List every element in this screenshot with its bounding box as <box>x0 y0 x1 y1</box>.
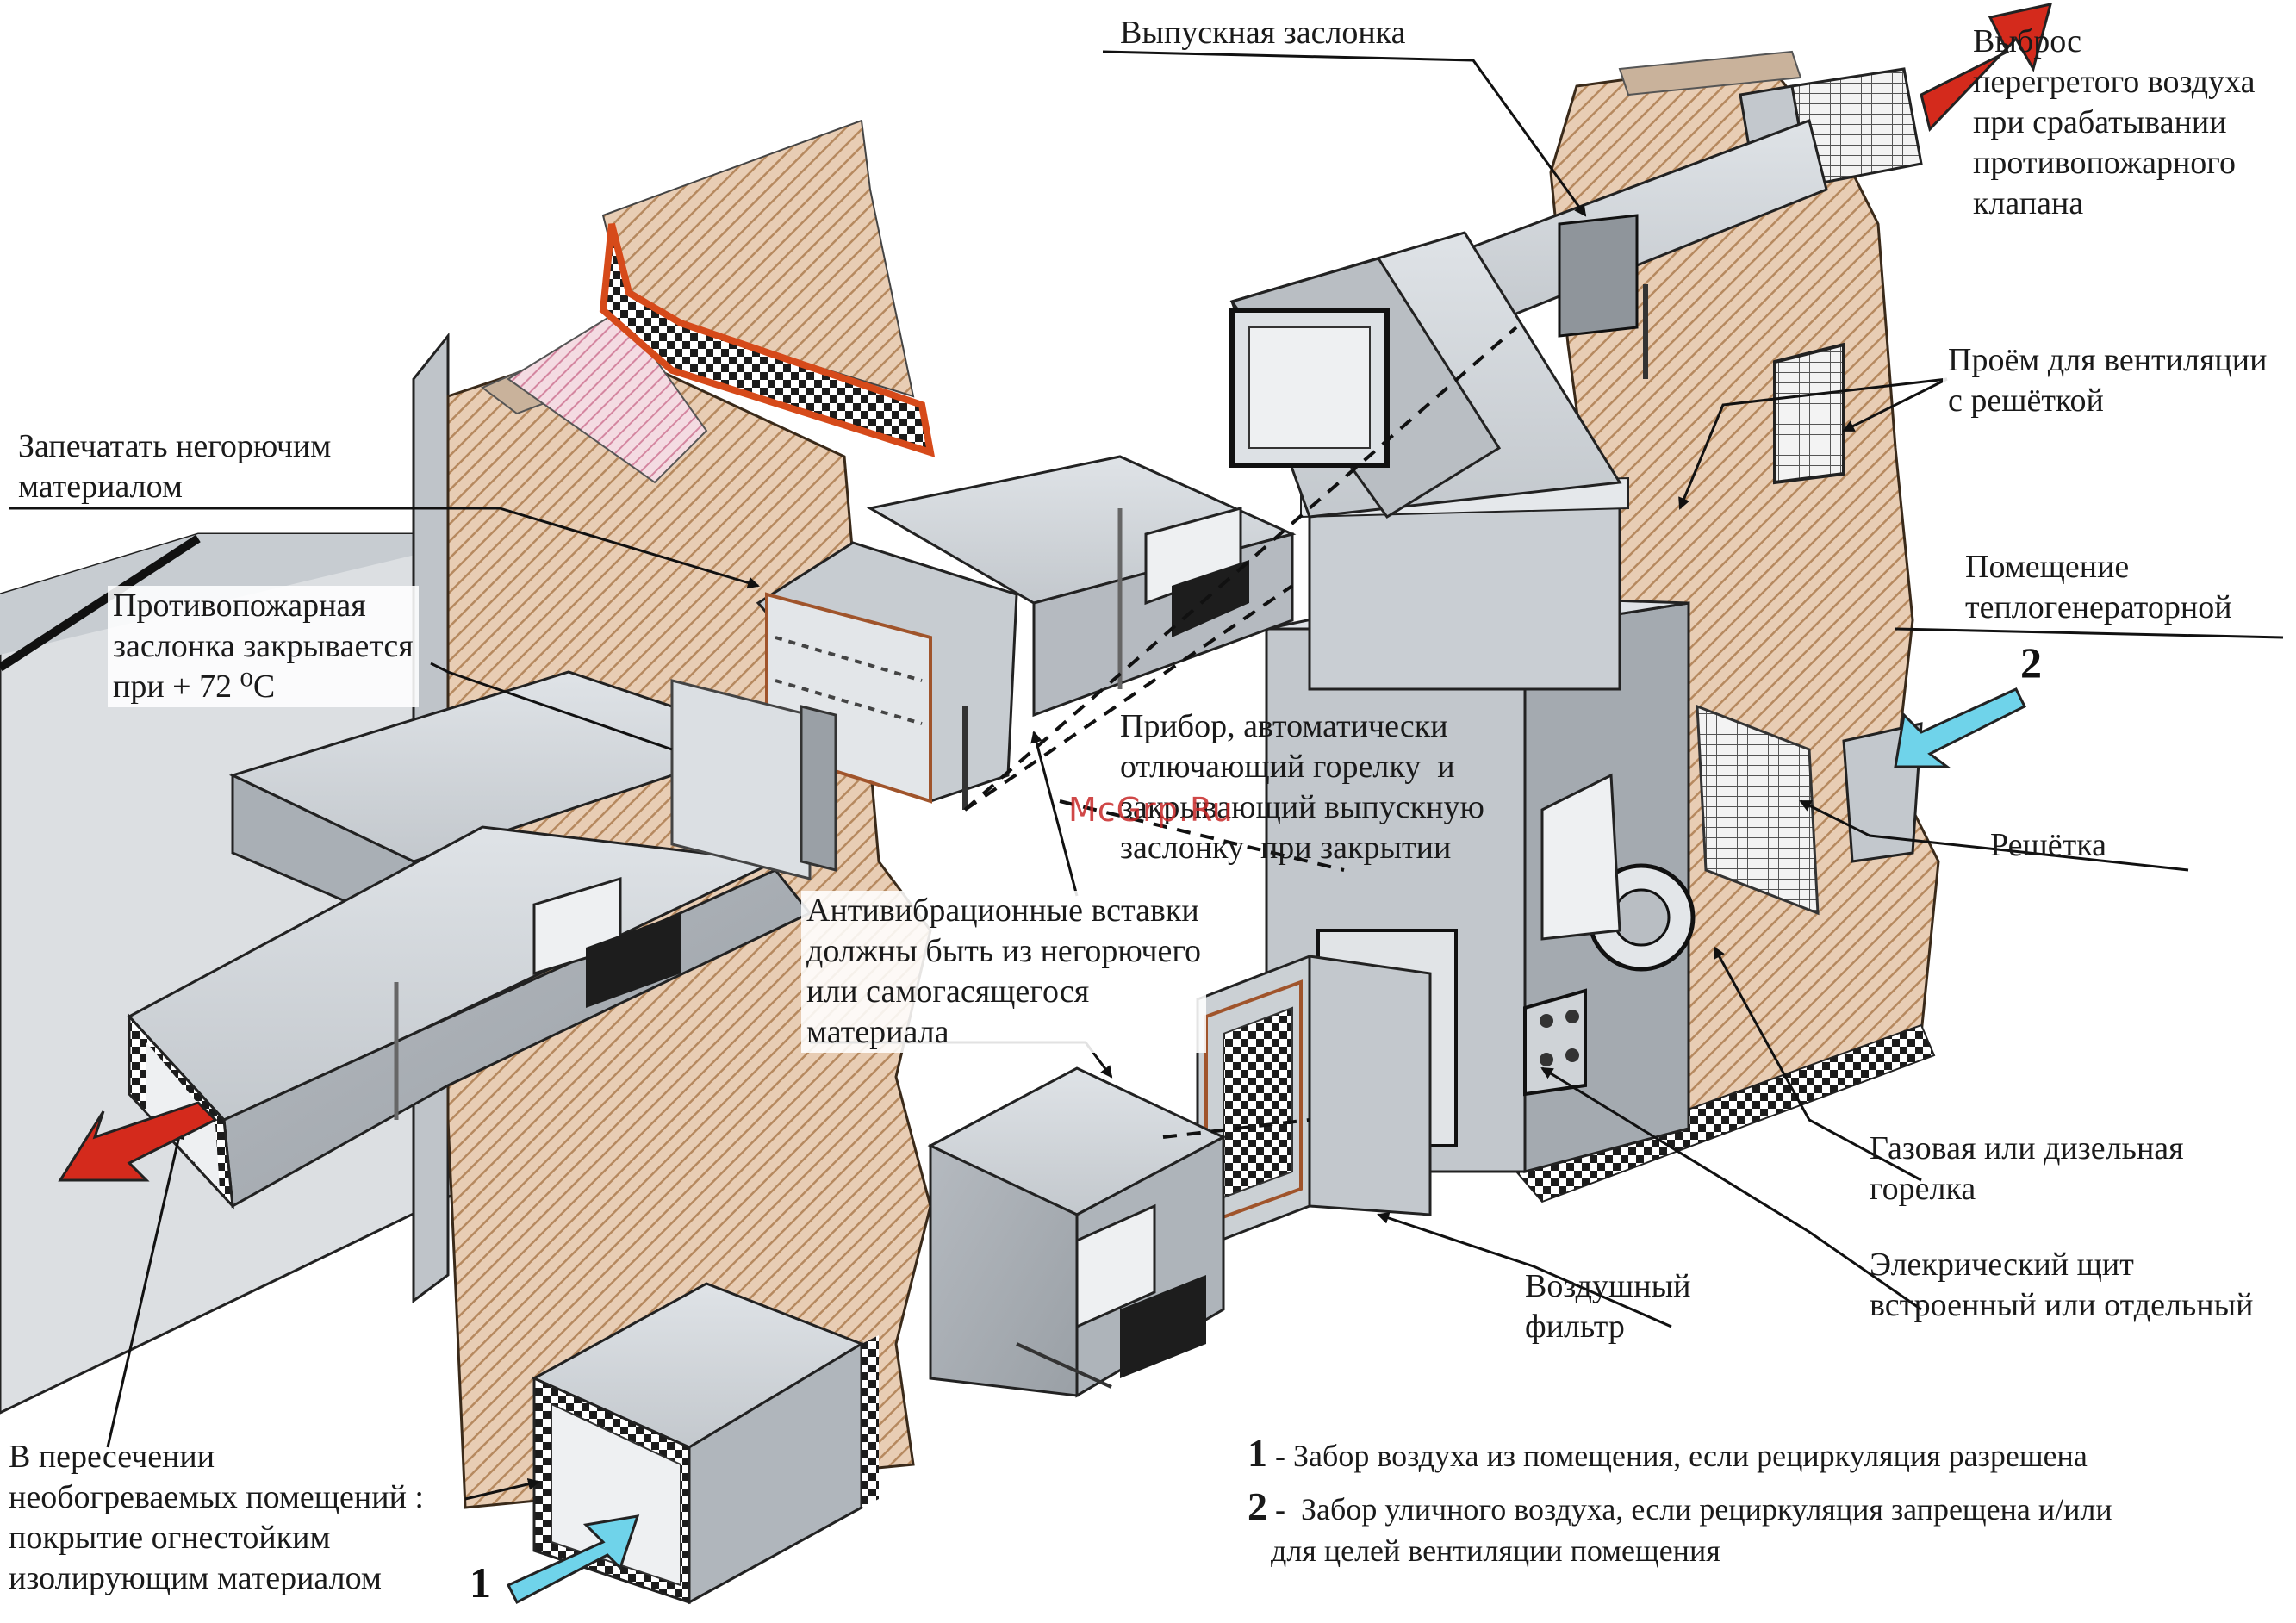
legend-text: - Забор воздуха из помещения, если рецир… <box>1267 1439 2088 1473</box>
arrow-exhaust-red-top <box>1920 3 2053 133</box>
label-exhaust-damper: Выпускная заслонка <box>1120 15 1406 51</box>
label-overheated-air: Выброс перегретого воздуха при срабатыва… <box>1973 23 2256 221</box>
bottom-intake-duct <box>531 1282 879 1605</box>
label-burner: Газовая или дизельная горелка <box>1870 1130 2184 1207</box>
label-fire-damper: Противопожарная заслонка закрывается при… <box>108 586 419 707</box>
label-insulation: В пересечении необогреваемых помещений :… <box>9 1439 424 1596</box>
vent-grille <box>1773 342 1845 485</box>
arrow-intake-cyan-right <box>1894 687 2027 768</box>
legend-item-2: 2 - Забор уличного воздуха, если рецирку… <box>1232 1445 2112 1571</box>
label-generator-room: Помещение теплогенераторной <box>1960 547 2237 628</box>
label-seal: Запечатать негорючим материалом <box>13 426 337 507</box>
marker-1: 1 <box>470 1558 491 1607</box>
arrow-intake-cyan-bottom <box>506 1514 640 1605</box>
watermark: McGrp.Ru <box>1068 791 1234 829</box>
label-anti-vibration: Антивибрационные вставки должны быть из … <box>801 891 1206 1053</box>
label-control-panel: Элекрический щит встроенный или отдельны… <box>1870 1247 2254 1323</box>
control-lines <box>963 326 1518 1139</box>
legend-number: 2 <box>1248 1484 1267 1528</box>
upper-wall-opening <box>507 119 936 484</box>
legend-number: 1 <box>1248 1431 1267 1475</box>
label-grille: Решётка <box>1990 827 2106 863</box>
lower-return-duct <box>927 1066 1227 1398</box>
air-filter <box>1196 954 1432 1252</box>
label-vent-opening: Проём для вентиляции с решёткой <box>1943 340 2273 421</box>
label-air-filter: Воздушный фильтр <box>1525 1268 1691 1345</box>
legend-item-1: 1 - Забор воздуха из помещения, если рец… <box>1232 1391 2088 1477</box>
exhaust-duct <box>1463 119 1828 379</box>
marker-2: 2 <box>2020 638 2042 687</box>
label-device: Прибор, автоматически отлючающий горелку… <box>1120 708 1484 866</box>
arrow-supply-red-left <box>58 1101 218 1182</box>
legend-text: - Забор уличного воздуха, если рециркуля… <box>1271 1492 2112 1568</box>
leader-lines <box>9 50 2284 1501</box>
